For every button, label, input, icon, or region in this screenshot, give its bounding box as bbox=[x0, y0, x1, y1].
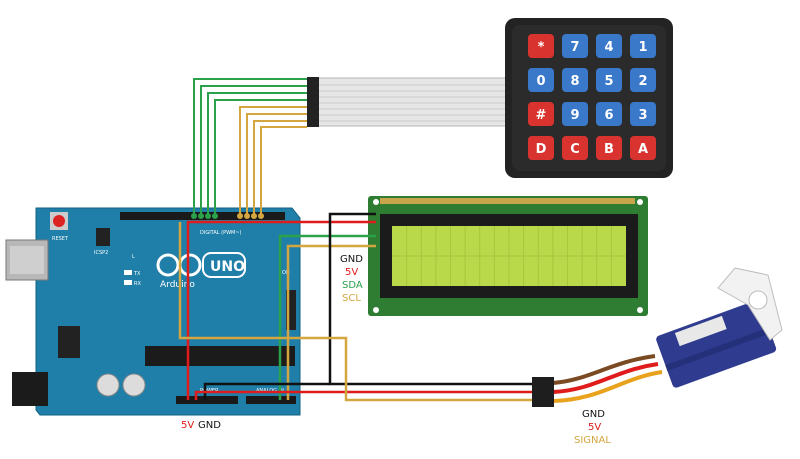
lcd-pin-labels: GND 5V SDA SCL bbox=[340, 254, 363, 304]
keypad: * 7 4 1 0 8 5 2 #9 6 3D C B A bbox=[307, 18, 673, 178]
keypad-key[interactable] bbox=[596, 102, 622, 126]
atmega-chip bbox=[145, 346, 295, 366]
keypad-key-label: B bbox=[604, 142, 614, 157]
lcd-wires bbox=[186, 212, 376, 400]
servo-wires bbox=[178, 220, 532, 402]
keypad-header-pins bbox=[191, 213, 264, 219]
servo-body bbox=[656, 300, 777, 388]
keypad-key-label: 4 bbox=[604, 40, 613, 55]
icsp2-header bbox=[96, 228, 110, 246]
icsp2-label: ICSP2 bbox=[94, 250, 108, 256]
keypad-key[interactable] bbox=[528, 68, 554, 92]
servo-signal-label: SIGNAL bbox=[574, 435, 611, 446]
keypad-key[interactable] bbox=[528, 102, 554, 126]
servo-pin-labels: GND 5V SIGNAL bbox=[574, 409, 611, 446]
lcd-gnd-label: GND bbox=[340, 254, 363, 265]
arduino-logo: UNO Arduino bbox=[156, 252, 246, 290]
reset-button[interactable] bbox=[53, 215, 65, 227]
keypad-key-label: 5 bbox=[604, 74, 613, 89]
keypad-key-label: 6 bbox=[604, 108, 613, 123]
keypad-key-label: 8 bbox=[570, 74, 579, 89]
keypad-key-label: A bbox=[638, 142, 648, 157]
keypad-key-label: 9 bbox=[570, 108, 579, 123]
keypad-ribbon-cable bbox=[314, 77, 526, 127]
lcd-5v-label: 5V bbox=[345, 267, 358, 278]
servo-connector bbox=[532, 377, 554, 407]
servo-gnd-label: GND bbox=[582, 409, 605, 420]
analog-header bbox=[246, 396, 296, 404]
keypad-key[interactable] bbox=[562, 102, 588, 126]
keypad-key[interactable] bbox=[562, 34, 588, 58]
power-jack bbox=[12, 372, 48, 406]
lcd-scl-label: SCL bbox=[342, 293, 361, 304]
servo-5v-label: 5V bbox=[588, 422, 601, 433]
brand-label: Arduino bbox=[160, 280, 195, 290]
keypad-key[interactable] bbox=[630, 68, 656, 92]
on-label: ON bbox=[282, 270, 290, 276]
keypad-key[interactable] bbox=[630, 34, 656, 58]
tx-label: TX bbox=[133, 271, 141, 277]
keypad-key-label: D bbox=[536, 142, 547, 157]
reset-label: RESET bbox=[52, 236, 69, 242]
rx-label: RX bbox=[134, 281, 141, 287]
keypad-key-label: 3 bbox=[638, 108, 647, 123]
capacitor bbox=[96, 373, 120, 397]
keypad-key-label: 0 bbox=[536, 74, 545, 89]
keypad-key-label: * bbox=[538, 40, 545, 55]
keypad-wires bbox=[193, 78, 307, 214]
arduino-gnd-label: GND bbox=[198, 420, 221, 431]
servo-motor bbox=[532, 267, 783, 407]
keypad-key-label: 2 bbox=[638, 74, 647, 89]
arduino-power-labels: 5V GND bbox=[181, 420, 221, 431]
keypad-key[interactable] bbox=[528, 34, 554, 58]
keypad-key[interactable] bbox=[562, 68, 588, 92]
keypad-key[interactable] bbox=[630, 102, 656, 126]
lcd-module bbox=[368, 196, 648, 316]
capacitor bbox=[122, 373, 146, 397]
keypad-key-label: C bbox=[570, 142, 580, 157]
l-label: L bbox=[132, 254, 135, 260]
small-chip bbox=[58, 326, 80, 358]
keypad-key[interactable] bbox=[596, 136, 622, 160]
keypad-key[interactable] bbox=[596, 34, 622, 58]
keypad-connector bbox=[307, 77, 319, 127]
keypad-key[interactable] bbox=[528, 136, 554, 160]
arduino-5v-label: 5V bbox=[181, 420, 194, 431]
power-header bbox=[176, 396, 238, 404]
keypad-key-label: # bbox=[536, 108, 547, 123]
keypad-key-label: 1 bbox=[638, 40, 647, 55]
keypad-key[interactable] bbox=[562, 136, 588, 160]
lcd-sda-label: SDA bbox=[342, 280, 363, 291]
keypad-key[interactable] bbox=[596, 68, 622, 92]
keypad-key[interactable] bbox=[630, 136, 656, 160]
uno-label: UNO bbox=[210, 259, 245, 275]
digital-label: DIGITAL (PWM~) bbox=[200, 230, 242, 236]
keypad-key-label: 7 bbox=[570, 40, 579, 55]
